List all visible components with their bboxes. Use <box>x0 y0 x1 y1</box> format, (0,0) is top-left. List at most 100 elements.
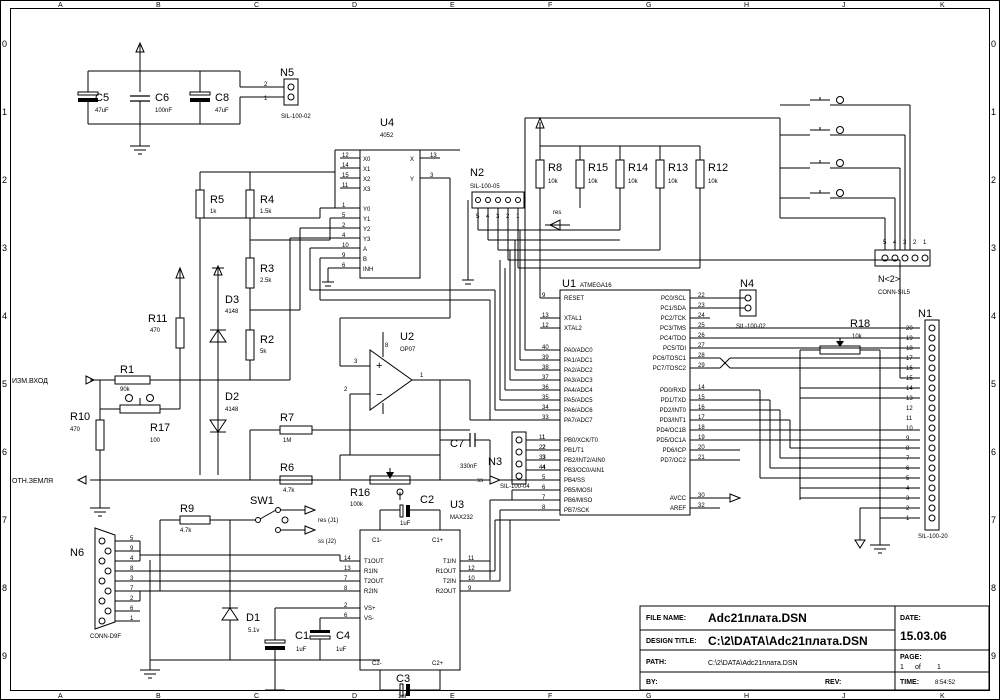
u3-left-pin-number: 6 <box>344 613 348 619</box>
page-label: PAGE: <box>900 654 922 661</box>
border-row-label-left: 8 <box>2 583 7 593</box>
r13-ref: R13 <box>668 162 688 174</box>
u1-left-pin-name: PA5/ADC5 <box>564 398 593 404</box>
n5-ref: N5 <box>280 67 294 79</box>
border-column-label-top: D <box>352 2 357 9</box>
u3-right-pin-name: T1IN <box>443 559 456 565</box>
r3-ref: R3 <box>260 263 274 275</box>
u1-right-pin-number: 26 <box>698 333 705 339</box>
n6-pin-number: 5 <box>130 536 134 542</box>
n6-pin-number: 2 <box>130 596 134 602</box>
c8-ref: C8 <box>215 92 229 104</box>
u1-right-pin-number: 16 <box>698 405 705 411</box>
date-label: DATE: <box>900 615 921 622</box>
border-column-label-bottom: J <box>842 693 846 700</box>
border-column-label-bottom: F <box>548 693 552 700</box>
u1-right-pin-number: 17 <box>698 415 705 421</box>
u4-pin-number: 6 <box>342 263 346 269</box>
n1-pin-number: 2 <box>906 506 910 512</box>
c4-ref: C4 <box>336 630 350 642</box>
n3-pin-number: 22 <box>539 445 546 451</box>
border-column-label-top: F <box>548 2 552 9</box>
border-row-label-left: 3 <box>2 243 7 253</box>
page-value: 1 <box>900 664 904 671</box>
u4-pin-name: Y0 <box>363 207 371 213</box>
r17-value: 100 <box>150 438 161 444</box>
n1-pin-socket <box>928 454 936 462</box>
u1-right-pin-number: 25 <box>698 323 705 329</box>
u1-right-pin-name: PC7/TOSC2 <box>653 366 687 372</box>
svg-text:2: 2 <box>344 387 348 393</box>
power-decoupling-block <box>77 41 299 155</box>
input-network <box>76 266 490 517</box>
u1-left-pin-number: 36 <box>542 385 549 391</box>
n3-pin-number: 33 <box>539 455 546 461</box>
c4-value: 1uF <box>336 647 347 653</box>
svg-text:8: 8 <box>385 343 389 349</box>
c3-ref: C3 <box>396 673 410 685</box>
c3-value: 1uF <box>398 694 409 700</box>
u1-left-pin-name: XTAL2 <box>564 326 583 332</box>
n1-pin-socket <box>928 474 936 482</box>
u1-right-pin-name: PC3/TMS <box>660 326 686 332</box>
u4-ref: U4 <box>380 117 394 129</box>
u3-right-pin-name: R2OUT <box>436 589 457 595</box>
n1-pin-number: 7 <box>906 456 910 462</box>
r6-value: 4.7k <box>283 488 295 494</box>
r7-ref: R7 <box>280 412 294 424</box>
r11-value: 470 <box>150 328 161 334</box>
border-row-label-left: 6 <box>2 447 7 457</box>
u1-left-pin-number: 37 <box>542 375 549 381</box>
u1-right-pin-number: 30 <box>698 493 705 499</box>
u2-value: OP07 <box>400 347 416 353</box>
border-column-label-bottom: D <box>352 693 357 700</box>
n1-pin-number: 13 <box>906 396 913 402</box>
u3-bottom-pin-name: C2- <box>372 661 382 667</box>
by-label: BY: <box>646 679 658 686</box>
u4-pin-number: 14 <box>342 163 349 169</box>
u1-left-pin-name: PB0/XCK/T0 <box>564 438 599 444</box>
d1-ref: D1 <box>246 612 260 624</box>
u1-left-pin-number: 7 <box>542 495 546 501</box>
date-value: 15.03.06 <box>900 629 947 643</box>
nconn-pin-number: 3 <box>903 240 907 246</box>
border-row-label-left: 5 <box>2 379 7 389</box>
n1-pin-socket <box>928 444 936 452</box>
r2-ref: R2 <box>260 334 274 346</box>
u1-right-pin-number: 28 <box>698 353 705 359</box>
u1-left-pin-number: 34 <box>542 405 549 411</box>
u3-top-pin-name: C1+ <box>432 538 444 544</box>
u3-left-pin-number: 14 <box>344 556 351 562</box>
n1-pin-number: 8 <box>906 446 910 452</box>
u4-pin-number: 2 <box>342 223 346 229</box>
n1-pin-socket <box>928 354 936 362</box>
border-column-label-top: G <box>646 2 651 9</box>
u3-left-pin-number: 8 <box>344 586 348 592</box>
u1-left-pin-number: 5 <box>542 475 546 481</box>
u1-left-pin-number: 2 <box>542 445 546 451</box>
input-net-label: ИЗМ.ВХОД <box>12 378 48 385</box>
u4-pin-number: 13 <box>430 153 437 159</box>
u1-right-pin-number: 15 <box>698 395 705 401</box>
n1-wiring <box>690 260 920 549</box>
resistor-ladder <box>195 189 255 361</box>
u1-left-pin-name: PA3/ADC3 <box>564 378 593 384</box>
border-row-label-right: 7 <box>991 515 996 525</box>
n1-pin-socket <box>928 434 936 442</box>
u3-right-pin-name: R1OUT <box>436 569 457 575</box>
n6-pin-number: 7 <box>130 586 134 592</box>
u1-left-pin-name: PB3/OC0/AIN1 <box>564 468 605 474</box>
u3-left-pin-name: T1OUT <box>364 559 384 565</box>
c7-ref: C7 <box>450 438 464 450</box>
border-column-label-top: K <box>940 2 945 9</box>
feedback-network <box>249 425 491 485</box>
u4-wiring <box>199 149 495 475</box>
n1-pin-socket <box>928 404 936 412</box>
d2-ref: D2 <box>225 391 239 403</box>
u4-pin-name: Y3 <box>363 237 371 243</box>
